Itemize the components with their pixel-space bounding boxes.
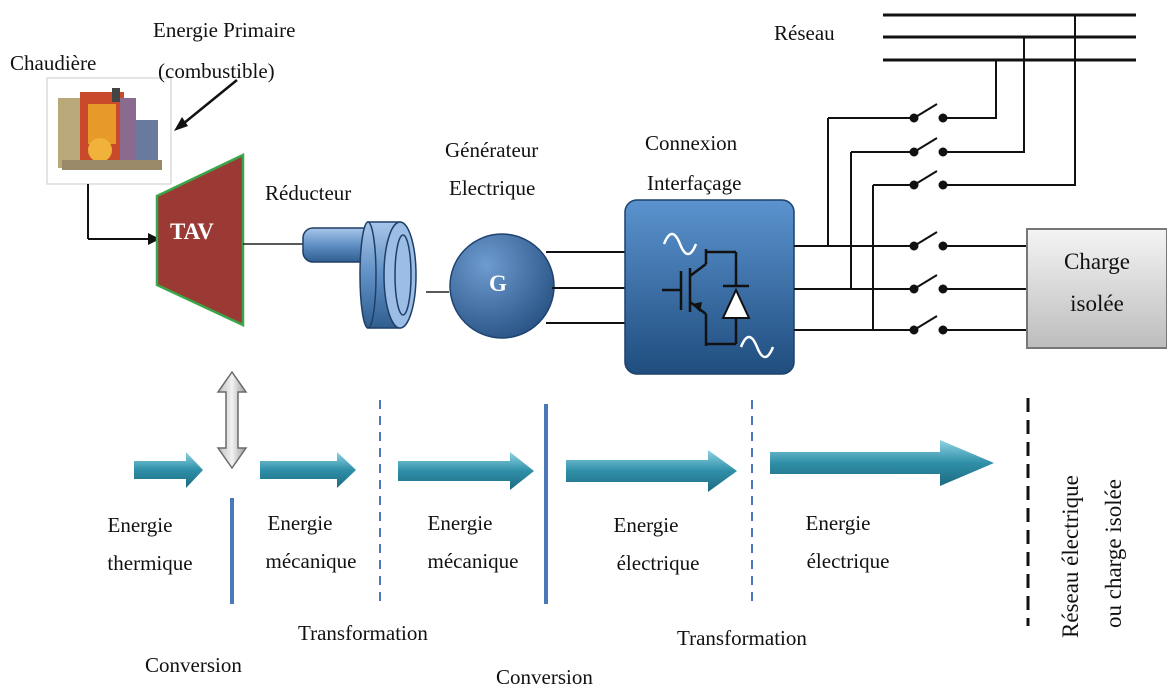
switches [909,103,948,335]
generator [449,233,555,339]
tav-label: TAV [170,219,214,244]
primary-energy-fuel-label: (combustible) [158,59,275,83]
bidirectional-arrow [216,370,248,470]
final-label-line-1: Réseau électrique [1058,475,1083,638]
flow-arrow-4 [566,450,737,492]
flow-arrow-2 [260,452,356,488]
energy-stage-3-kind: mécanique [427,549,519,573]
reducer-label: Réducteur [265,181,352,205]
converter-output-lines [794,117,912,331]
ac-sine-icon [662,232,698,256]
generator-symbol: G [489,271,507,296]
energy-stage-1: Energie [107,513,173,537]
isolated-load-box [1026,228,1167,349]
energy-stage-3: Energie [427,511,493,535]
flow-arrow-1 [134,452,203,488]
boiler-to-turbine-line [87,184,160,245]
network-connection-lines [943,15,1076,331]
tav-turbine [155,153,245,327]
converter-label-2: Interfaçage [647,171,742,195]
generator-label-2: Electrique [449,176,536,200]
stage-dividers [230,398,1030,626]
energy-stage-4-kind: électrique [616,551,700,575]
energy-stage-1-kind: thermique [107,551,193,575]
generator-label: Générateur [445,138,539,162]
boiler-label: Chaudière [10,51,97,75]
load-label-2: isolée [1070,291,1124,316]
energy-stage-4: Energie [613,513,679,537]
converter-interface [624,199,795,375]
generator-to-converter-lines [546,251,625,324]
process-transformation-2: Transformation [677,626,807,650]
energy-stage-2: Energie [267,511,333,535]
flow-arrow-5 [770,440,994,486]
energy-stage-2-kind: mécanique [265,549,357,573]
network-label: Réseau [774,21,835,45]
load-label: Charge [1063,249,1130,274]
boiler-image [46,77,172,185]
network-bus [883,13,1136,62]
fuel-input-arrow [174,79,238,131]
process-transformation-1: Transformation [298,621,428,645]
converter-label: Connexion [645,131,738,155]
flow-arrow-3 [398,452,534,490]
energy-flow-arrows [134,440,994,492]
reducer [302,221,417,329]
final-label-line-2: ou charge isolée [1101,478,1126,628]
energy-stage-5-kind: électrique [806,549,890,573]
ac-sine-icon-output [739,335,775,359]
process-conversion-2: Conversion [496,665,593,689]
igbt-diode-icon [662,249,749,346]
process-conversion-1: Conversion [145,653,242,677]
energy-stage-5: Energie [805,511,871,535]
primary-energy-label: Energie Primaire [153,18,296,42]
